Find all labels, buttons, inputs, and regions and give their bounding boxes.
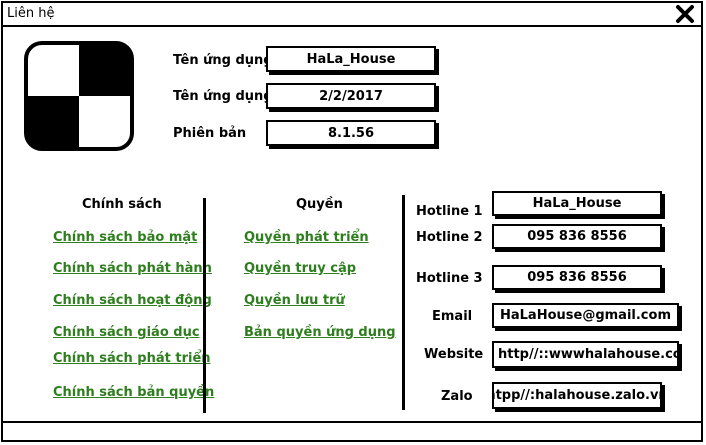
hotline1-field[interactable]: HaLa_House xyxy=(492,191,662,216)
policy-link-operation[interactable]: Chính sách hoạt động xyxy=(53,293,212,308)
hotline1-label: Hotline 1 xyxy=(416,204,483,219)
policy-link-copyright[interactable]: Chính sách bản quyền xyxy=(53,385,215,400)
rights-link-storage[interactable]: Quyền lưu trữ xyxy=(244,293,345,308)
policy-link-security[interactable]: Chính sách bảo mật xyxy=(53,230,198,245)
close-icon xyxy=(676,5,694,23)
website-field[interactable]: http//::wwwhalahouse.com.vn xyxy=(492,341,679,368)
app-date-label: Tên ứng dụng xyxy=(173,89,273,104)
policy-link-release[interactable]: Chính sách phát hành xyxy=(53,261,212,276)
app-logo xyxy=(24,41,134,151)
rights-heading: Quyền xyxy=(296,197,343,212)
app-date-field[interactable]: 2/2/2017 xyxy=(266,83,436,109)
rights-link-app-copyright[interactable]: Bản quyền ứng dụng xyxy=(244,325,396,340)
divider-left xyxy=(203,198,206,413)
window-title: Liên hệ xyxy=(7,6,55,21)
divider-right xyxy=(402,195,405,410)
title-bar: Liên hệ xyxy=(3,3,701,27)
rights-link-access[interactable]: Quyền truy cập xyxy=(244,261,357,276)
hotline2-label: Hotline 2 xyxy=(416,230,483,245)
version-field[interactable]: 8.1.56 xyxy=(266,120,436,146)
status-bar-line xyxy=(3,421,703,423)
policy-link-education[interactable]: Chính sách giáo dục xyxy=(53,325,200,340)
email-field[interactable]: HaLaHouse@gmail.com xyxy=(492,303,679,328)
version-label: Phiên bản xyxy=(173,126,247,141)
rights-link-development[interactable]: Quyền phát triển xyxy=(244,230,369,245)
zalo-label: Zalo xyxy=(441,389,473,404)
close-button[interactable] xyxy=(675,4,695,24)
app-name-label: Tên ứng dụng xyxy=(173,53,273,68)
website-label: Website xyxy=(424,347,484,362)
app-name-field[interactable]: HaLa_House xyxy=(266,46,436,72)
hotline3-field[interactable]: 095 836 8556 xyxy=(492,265,662,290)
policy-link-development[interactable]: Chính sách phát triển xyxy=(53,351,211,366)
hotline3-label: Hotline 3 xyxy=(416,271,483,286)
email-label: Email xyxy=(432,309,473,324)
zalo-field[interactable]: htpp//:halahouse.zalo.vn xyxy=(492,382,662,409)
hotline2-field[interactable]: 095 836 8556 xyxy=(492,224,662,249)
policy-heading: Chính sách xyxy=(82,197,162,212)
